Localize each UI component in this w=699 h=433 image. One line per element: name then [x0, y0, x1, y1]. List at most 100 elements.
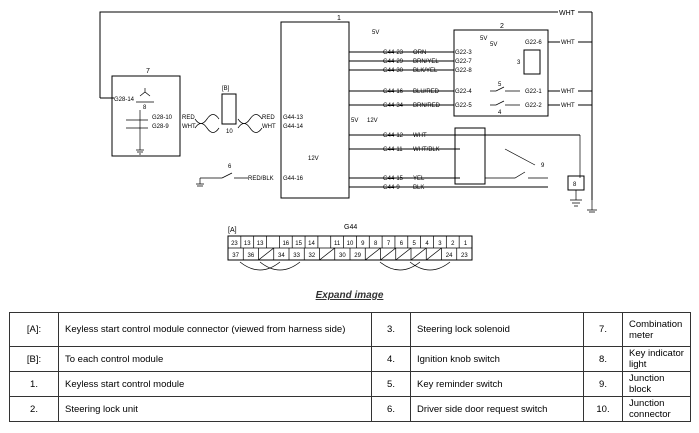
top-wht-wire — [99, 11, 558, 98]
mod1-wire-yel: YEL — [413, 176, 425, 182]
left-pin-g44-14: G44-14 — [283, 124, 304, 130]
expand-image-link[interactable]: Expand image — [315, 290, 384, 301]
mod2-wire-wht-2: WHT — [561, 89, 575, 95]
keyless-start-module-box — [280, 21, 350, 199]
legend-key: 4. — [371, 346, 411, 372]
label-b: [B] — [222, 86, 230, 92]
mod1-pin-g44-34: G44-34 — [383, 103, 404, 109]
legend-value: Steering lock unit — [58, 396, 372, 422]
legend-value: Key indicator light — [622, 346, 691, 372]
connector-empty-slot — [410, 247, 427, 261]
mod2-pin-g22-6: G22-6 — [525, 40, 542, 46]
legend-value: Keyless start control module — [58, 371, 372, 397]
ref-12v-left: 12V — [308, 156, 319, 162]
legend-key: 7. — [583, 312, 623, 347]
mod7-pin-g28-9: G28-9 — [152, 124, 169, 130]
mod2-wire-wht-1: WHT — [561, 40, 575, 46]
mod1-dest-g22-3: G22-3 — [455, 50, 472, 56]
connector-bottom-pin: 30 — [339, 253, 346, 259]
steering-lock-solenoid — [523, 49, 541, 75]
left-wire-red-blk: RED/BLK — [248, 176, 274, 182]
connector-top-pin: 7 — [387, 241, 391, 247]
connector-top-pin: 15 — [295, 241, 302, 247]
connector-top-pin: 10 — [347, 241, 354, 247]
module1-number: 1 — [337, 15, 341, 22]
ref-12v-mod1: 12V — [367, 118, 378, 124]
mod1-pin-g44-16: G44-16 — [383, 89, 404, 95]
mod1-pin-g44-30: G44-30 — [383, 68, 404, 74]
mod1-pin-g44-11: G44-11 — [383, 147, 403, 153]
connector-top-pin: 16 — [282, 241, 289, 247]
junction-connector-10 — [221, 93, 237, 125]
mod1-pin-g44-23: G44-23 — [383, 50, 404, 56]
connector-top-pin: 5 — [413, 241, 417, 247]
connector-bottom-pin: 37 — [232, 253, 239, 259]
mod1-wire-brn-yel: BRN/YEL — [413, 59, 439, 65]
legend-key: 5. — [371, 371, 411, 397]
left-pin-g44-13: G44-13 — [283, 115, 304, 121]
connector-harness-left — [239, 261, 301, 271]
legend-table: [A]:Keyless start control module connect… — [9, 312, 691, 422]
mod7-pin-g28-10: G28-10 — [152, 115, 173, 121]
module1-pin-rows: G44-23 ORN G22-3 G44-29 BRN/YEL G22-7 G4… — [383, 50, 472, 191]
mod1-pin-g44-9: G44-9 — [383, 185, 400, 191]
legend-row: [A]:Keyless start control module connect… — [9, 312, 691, 347]
connector-top-pin: 6 — [400, 241, 404, 247]
mod1-dest-g22-8: G22-8 — [455, 68, 472, 74]
wiring-diagram: WHT 7 G28-14 G28-10 G28-9 RED WHT 8 [B] … — [99, 10, 597, 271]
connector-bottom-pin: 32 — [309, 253, 316, 259]
legend-key: 10. — [583, 396, 623, 422]
mod1-pin-g44-12: G44-12 — [383, 133, 404, 139]
connector-top-pin: 9 — [361, 241, 365, 247]
connector-top-pin: 4 — [425, 241, 429, 247]
connector-empty-slot — [258, 247, 274, 261]
connector-empty-slot — [319, 247, 335, 261]
combination-meter-box — [111, 75, 181, 157]
junction-diag — [504, 148, 536, 166]
legend-key: 9. — [583, 371, 623, 397]
mod1-pin-g44-15: G44-15 — [383, 176, 404, 182]
legend-value: Ignition knob switch — [410, 346, 584, 372]
legend-value: Junction block — [622, 371, 691, 397]
ignition-knob-number: 4 — [498, 110, 502, 116]
junction-switch-icon — [485, 171, 548, 179]
connector-top-pin: 13 — [257, 241, 264, 247]
legend-value: Driver side door request switch — [410, 396, 584, 422]
mod7-wire-red: RED — [182, 115, 195, 121]
key-indicator-number: 8 — [143, 105, 147, 111]
indicator-ground-icon — [570, 190, 582, 207]
mod7-pin-g28-14: G28-14 — [114, 97, 135, 103]
connector-empty-slot — [365, 247, 381, 261]
ref-5v-mod2b: 5V — [490, 42, 497, 48]
junction-block-number: 9 — [541, 163, 545, 169]
left-pin-g44-16: G44-16 — [283, 176, 304, 182]
connector-empty-slot — [380, 247, 396, 261]
legend-key: [B]: — [9, 346, 59, 372]
ref-5v-mod1: 5V — [372, 30, 379, 36]
legend-key: 1. — [9, 371, 59, 397]
mod2-pin-g22-2: G22-2 — [525, 103, 542, 109]
ref-5v-mod2: 5V — [480, 36, 487, 42]
mod1-wire-wht: WHT — [413, 133, 427, 139]
connector-top-pin: 11 — [334, 241, 341, 247]
connector-top-pin: 8 — [374, 241, 378, 247]
connector-ref: [A] — [228, 227, 237, 234]
legend-key: 6. — [371, 396, 411, 422]
legend-key: 3. — [371, 312, 411, 347]
switch6-ground-icon — [196, 178, 204, 187]
connector-bottom-pin: 23 — [461, 253, 468, 259]
mod1-dest-g22-5: G22-5 — [455, 103, 472, 109]
legend-value: Key reminder switch — [410, 371, 584, 397]
mod1-wire-brn-red: BRN/RED — [413, 103, 441, 109]
connector-top-pin: 13 — [244, 241, 251, 247]
key-indicator-lamp-icon — [136, 88, 154, 103]
connector-empty-slot — [395, 247, 412, 261]
connector-bottom-pin: 34 — [278, 253, 285, 259]
mod1-pin-g44-29: G44-29 — [383, 59, 404, 65]
mod1-wire-blk: BLK — [413, 185, 424, 191]
connector-bottom-pin: 29 — [354, 253, 361, 259]
